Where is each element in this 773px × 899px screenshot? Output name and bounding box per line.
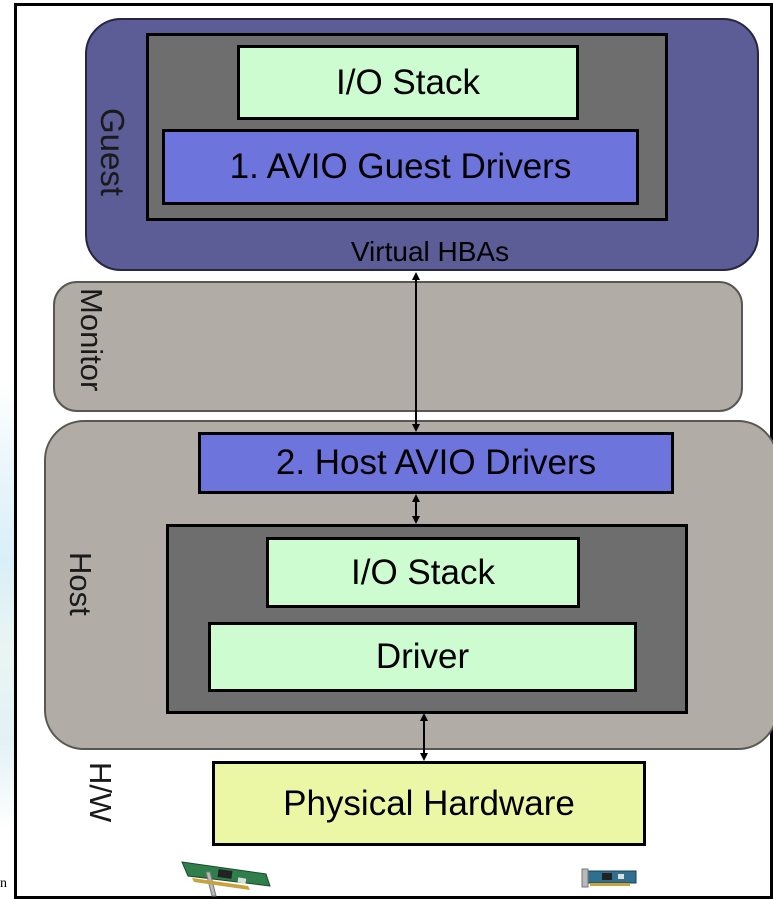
- physical-hardware-box: Physical Hardware: [212, 761, 646, 846]
- pci-card-small-icon: [581, 868, 637, 888]
- background-fragment: [0, 380, 14, 830]
- virtual-hbas-label: Virtual HBAs: [350, 236, 510, 267]
- host-driver-box: Driver: [208, 622, 637, 692]
- guest-io-stack-box: I/O Stack: [237, 45, 579, 120]
- pci-card-icon: [181, 861, 271, 897]
- monitor-layer: [53, 281, 743, 412]
- host-avio-drivers-box: 2. Host AVIO Drivers: [198, 432, 674, 494]
- guest-avio-drivers-box: 1. AVIO Guest Drivers: [162, 129, 639, 205]
- host-io-stack-box: I/O Stack: [266, 537, 580, 608]
- background-fragment-text: n: [0, 876, 7, 891]
